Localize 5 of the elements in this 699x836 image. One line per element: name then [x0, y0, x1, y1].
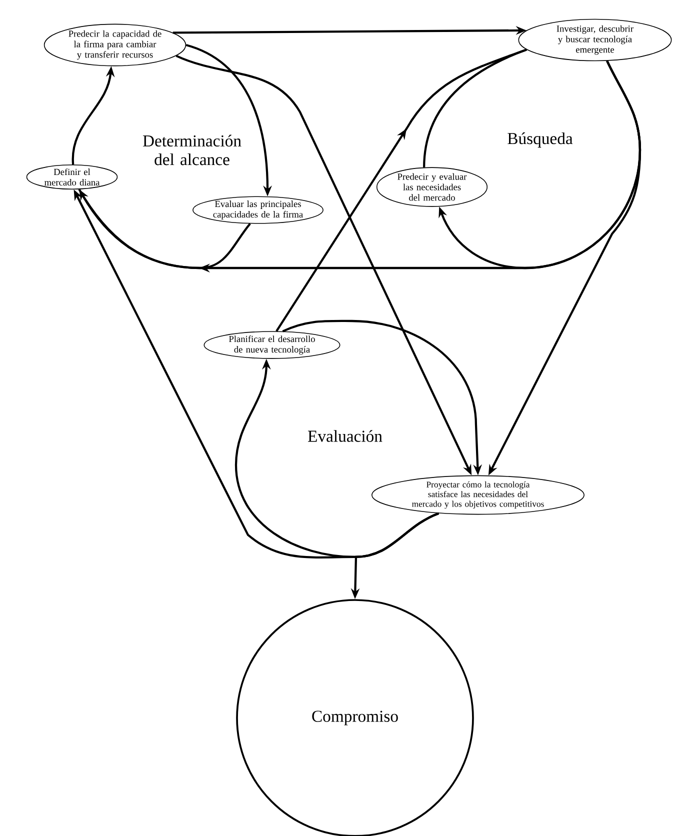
connector-line — [423, 48, 527, 168]
arrow — [276, 48, 527, 332]
stage-label: Búsqueda — [508, 132, 573, 148]
stage-label: Determinación del alcance — [142, 134, 242, 166]
stage-label: Evaluación — [308, 430, 382, 442]
